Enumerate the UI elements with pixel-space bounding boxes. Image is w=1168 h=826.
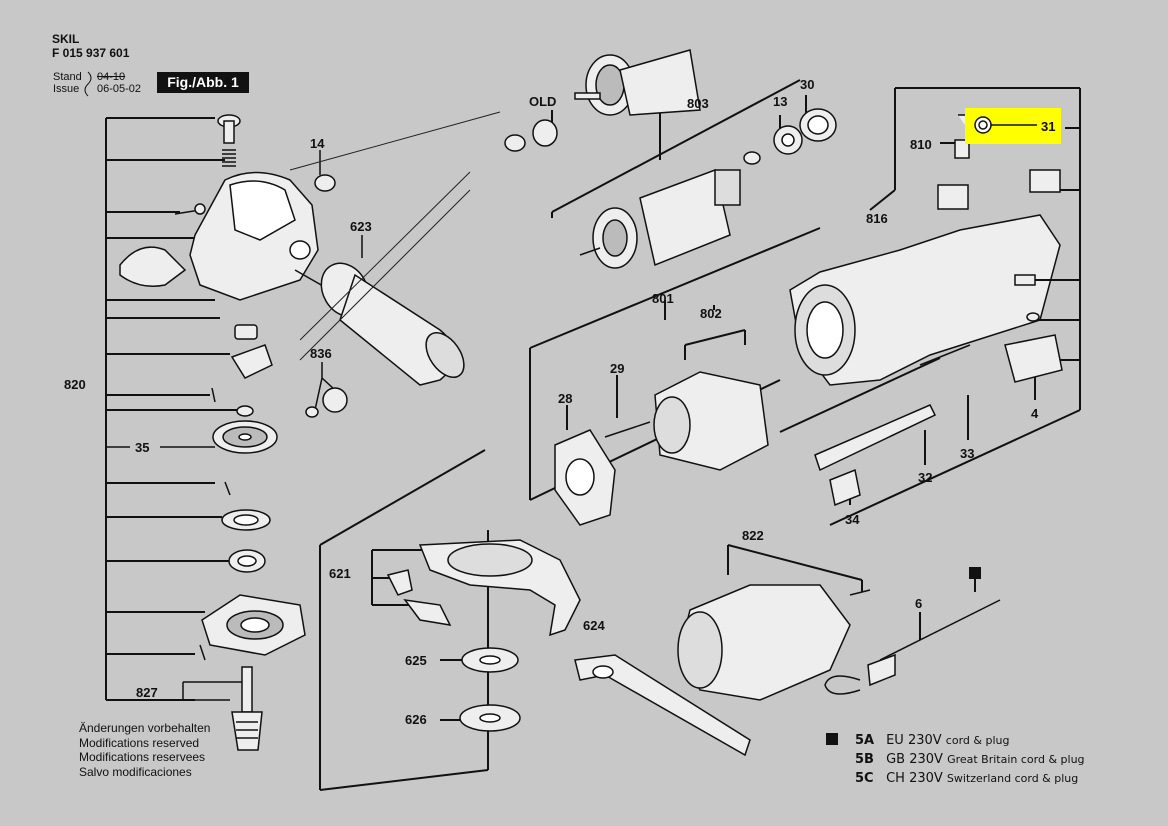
bracket-621 bbox=[319, 449, 489, 791]
stand-label: Stand bbox=[53, 71, 82, 83]
callout-626: 626 bbox=[405, 712, 427, 727]
switch-parts bbox=[814, 114, 1063, 507]
gear-head-parts bbox=[119, 114, 319, 751]
legend-desc: Great Britain cord & plug bbox=[947, 753, 1085, 766]
legend-desc: cord & plug bbox=[945, 734, 1010, 747]
motor-housing bbox=[789, 214, 1061, 386]
figure-badge: Fig./Abb. 1 bbox=[157, 72, 249, 93]
callout-820: 820 bbox=[64, 377, 86, 392]
note-line: Modifications reservees bbox=[79, 750, 206, 764]
header-brace bbox=[84, 71, 92, 97]
callout-29: 29 bbox=[610, 361, 624, 376]
callout-836: 836 bbox=[310, 346, 332, 361]
guard-parts bbox=[386, 539, 751, 757]
callout-621: 621 bbox=[329, 566, 351, 581]
cord-6 bbox=[824, 599, 1001, 695]
brand-label: SKIL bbox=[52, 32, 80, 46]
callout-822: 822 bbox=[742, 528, 764, 543]
legend-square-top bbox=[969, 567, 981, 579]
callout-14: 14 bbox=[310, 136, 325, 151]
callout-13: 13 bbox=[773, 94, 787, 109]
callout-624: 624 bbox=[583, 618, 605, 633]
callout-34: 34 bbox=[845, 512, 860, 527]
callout-4: 4 bbox=[1031, 406, 1039, 421]
note-line: Salvo modificaciones bbox=[79, 764, 192, 779]
callout-803: 803 bbox=[687, 96, 709, 111]
callout-802: 802 bbox=[700, 306, 722, 321]
note-line: Modifications reserved bbox=[79, 735, 200, 750]
callout-625: 625 bbox=[405, 653, 427, 668]
callout-35: 35 bbox=[135, 440, 149, 455]
callout-old: OLD bbox=[529, 94, 556, 109]
legend-voltage: CH 230V bbox=[886, 771, 947, 786]
legend-square bbox=[826, 733, 838, 745]
callout-623: 623 bbox=[350, 219, 372, 234]
issue-value: 06-05-02 bbox=[97, 83, 142, 95]
callout-810: 810 bbox=[910, 137, 932, 152]
legend-code: 5B bbox=[855, 752, 874, 767]
callout-801: 801 bbox=[652, 291, 674, 306]
callout-33: 33 bbox=[960, 446, 974, 461]
callout-31: 31 bbox=[1041, 119, 1055, 134]
legend-row: 5B GB 230V Great Britain cord & plug bbox=[855, 748, 1085, 767]
legend-code: 5C bbox=[855, 771, 874, 786]
legend-code: 5A bbox=[855, 733, 875, 748]
callout-827: 827 bbox=[136, 685, 158, 700]
modification-notes: Änderungen vorbehalten Modifications res… bbox=[79, 721, 210, 779]
rear-cover-822 bbox=[677, 584, 871, 701]
side-handle bbox=[294, 262, 465, 386]
bracket-820 bbox=[105, 117, 240, 701]
callout-32: 32 bbox=[918, 470, 932, 485]
legend-desc: Switzerland cord & plug bbox=[946, 772, 1079, 785]
stator-parts bbox=[554, 371, 769, 526]
legend-voltage: GB 230V bbox=[886, 752, 948, 767]
part-code: F 015 937 601 bbox=[52, 46, 130, 60]
reference-lines bbox=[289, 111, 501, 361]
callout-816: 816 bbox=[866, 211, 888, 226]
bearing-14 bbox=[314, 174, 336, 192]
bracket-822 bbox=[727, 544, 921, 640]
cord-legend: 5A EU 230V cord & plug 5B GB 230V Great … bbox=[855, 729, 1085, 786]
armature-parts bbox=[504, 49, 837, 269]
legend-row: 5A EU 230V cord & plug bbox=[855, 729, 1085, 748]
legend-voltage: EU 230V bbox=[886, 733, 946, 748]
note-line: Änderungen vorbehalten bbox=[79, 721, 211, 735]
issue-label: Issue bbox=[53, 83, 80, 95]
legend-row: 5C CH 230V Switzerland cord & plug bbox=[855, 767, 1085, 786]
pinion-836 bbox=[305, 387, 348, 418]
carbon-brush-31 bbox=[974, 116, 1037, 134]
callout-30: 30 bbox=[800, 77, 814, 92]
stand-value: 04-10 bbox=[97, 71, 126, 83]
callout-6: 6 bbox=[915, 596, 922, 611]
callout-28: 28 bbox=[558, 391, 572, 406]
